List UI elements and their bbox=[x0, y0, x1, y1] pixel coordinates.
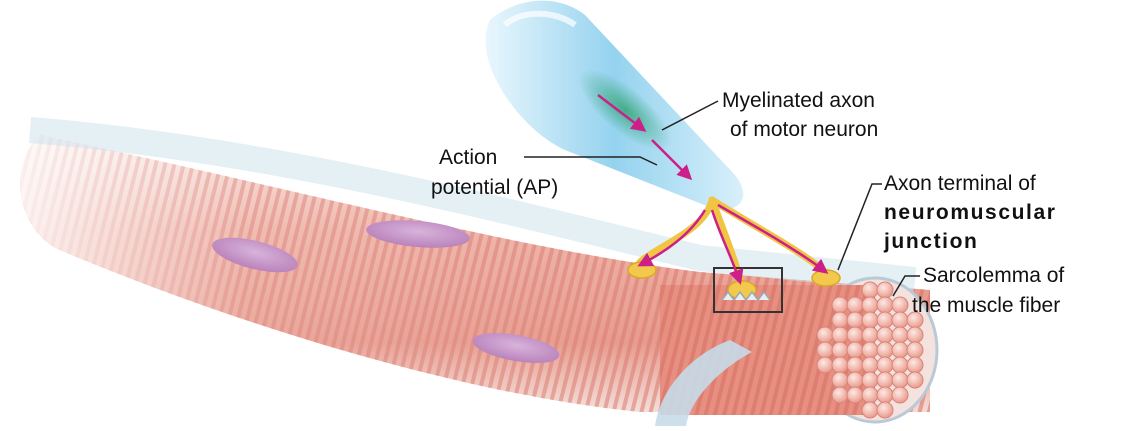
myofibril-section bbox=[877, 357, 893, 373]
myofibril-section bbox=[877, 402, 893, 418]
myofibril-section bbox=[832, 327, 848, 343]
myofibril-section bbox=[892, 372, 908, 388]
myofibril-section bbox=[892, 312, 908, 328]
myofibril-section bbox=[847, 372, 863, 388]
myofibril-section bbox=[847, 327, 863, 343]
myofibril-section bbox=[877, 372, 893, 388]
myofibril-section bbox=[862, 282, 878, 298]
myofibril-section bbox=[877, 327, 893, 343]
myofibril-section bbox=[862, 387, 878, 403]
myofibril-section bbox=[862, 342, 878, 358]
myofibril-section bbox=[862, 357, 878, 373]
myofibril-section bbox=[847, 357, 863, 373]
myofibril-section bbox=[817, 342, 833, 358]
myofibril-section bbox=[892, 357, 908, 373]
label-axon-line1: Myelinated axon bbox=[722, 89, 875, 113]
myofibril-section bbox=[877, 312, 893, 328]
label-axon-line2: of motor neuron bbox=[730, 118, 878, 142]
myofibril-section bbox=[817, 357, 833, 373]
myofibril-section bbox=[862, 327, 878, 343]
myofibril-bundle bbox=[660, 278, 937, 422]
myofibril-section bbox=[877, 297, 893, 313]
label-ap-line1: Action bbox=[439, 146, 497, 170]
label-ap-line2: potential (AP) bbox=[431, 176, 558, 200]
myofibril-section bbox=[832, 297, 848, 313]
myofibril-section bbox=[877, 282, 893, 298]
myofibril-section bbox=[862, 297, 878, 313]
label-terminal-line1: Axon terminal of bbox=[884, 172, 1036, 196]
myofibril-section bbox=[817, 327, 833, 343]
myofibril-section bbox=[907, 327, 923, 343]
myofibril-section bbox=[832, 357, 848, 373]
myofibril-section bbox=[847, 387, 863, 403]
myofibril-section bbox=[907, 372, 923, 388]
myofibril-section bbox=[847, 312, 863, 328]
label-sarco-line2: the muscle fiber bbox=[912, 294, 1060, 318]
label-terminal-line3: junction bbox=[884, 230, 978, 254]
myofibril-section bbox=[862, 402, 878, 418]
myofibril-section bbox=[907, 342, 923, 358]
myofibril-section bbox=[832, 312, 848, 328]
myofibril-section bbox=[892, 327, 908, 343]
myofibril-section bbox=[847, 342, 863, 358]
myofibril-section bbox=[832, 387, 848, 403]
myofibril-section bbox=[862, 372, 878, 388]
myofibril-section bbox=[862, 312, 878, 328]
myofibril-section bbox=[907, 357, 923, 373]
myofibril-section bbox=[892, 387, 908, 403]
myofibril-section bbox=[832, 372, 848, 388]
myofibril-section bbox=[832, 342, 848, 358]
myofibril-section bbox=[847, 297, 863, 313]
myofibril-section bbox=[892, 297, 908, 313]
myofibril-section bbox=[877, 387, 893, 403]
label-terminal-line2: neuromuscular bbox=[884, 201, 1057, 225]
myofibril-section bbox=[892, 342, 908, 358]
label-sarco-line1: Sarcolemma of bbox=[923, 264, 1064, 288]
myofibril-section bbox=[877, 342, 893, 358]
